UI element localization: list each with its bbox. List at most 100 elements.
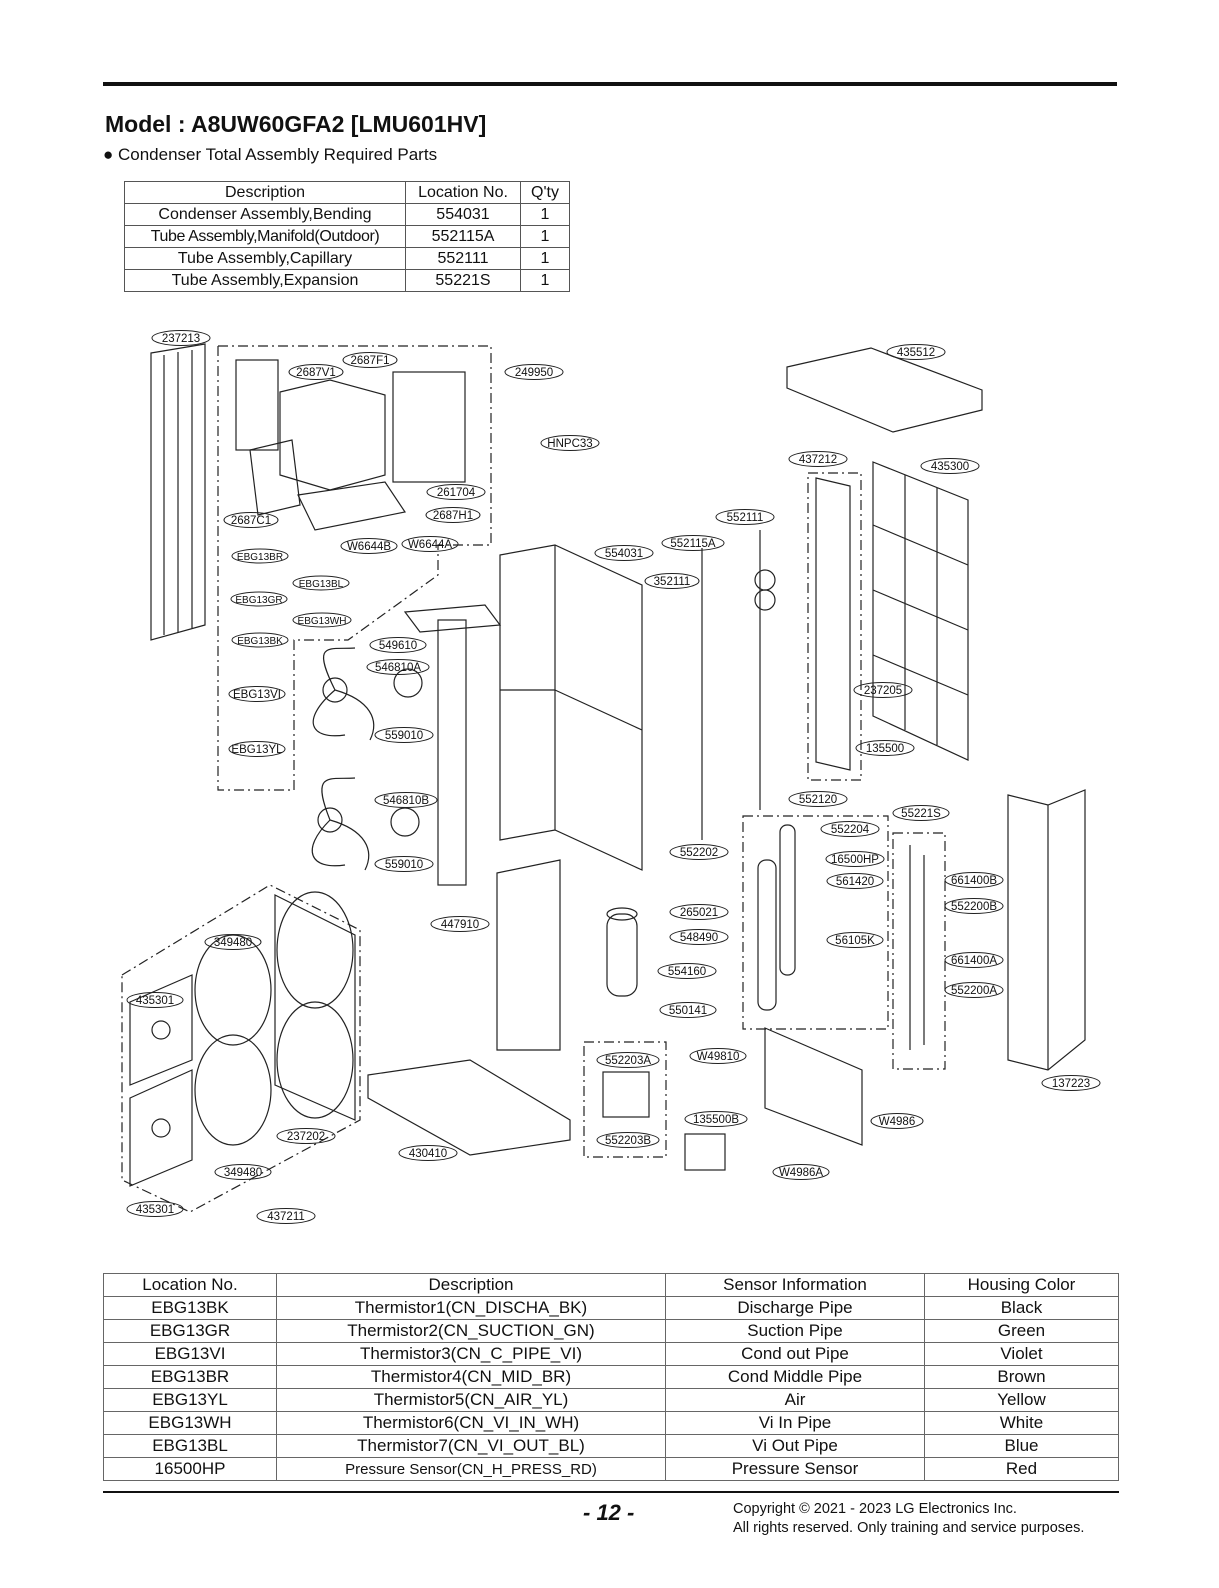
column-header: Location No. xyxy=(103,1273,277,1297)
callout-label: 135500 xyxy=(866,743,904,755)
callout-label: 550141 xyxy=(669,1005,707,1017)
callout-435301-upper: 435301 xyxy=(126,992,184,1008)
callout-label: 135500B xyxy=(693,1114,739,1126)
callout-554031: 554031 xyxy=(594,545,654,561)
callout-552202: 552202 xyxy=(669,844,729,860)
table-cell: Cond out Pipe xyxy=(665,1342,925,1366)
callout-label: EBG13VI xyxy=(233,689,281,701)
table-cell: EBG13BK xyxy=(103,1296,277,1320)
callout-237213: 237213 xyxy=(151,330,211,346)
callout-EBG13WH: EBG13WH xyxy=(292,612,352,628)
side-panel-column xyxy=(815,477,851,771)
callout-HNPC33: HNPC33 xyxy=(540,435,600,451)
group-outline-front-grille xyxy=(121,884,361,1213)
front-grille-upper xyxy=(129,974,193,1086)
table-cell: 1 xyxy=(520,269,570,292)
table-cell: EBG13GR xyxy=(103,1319,277,1343)
callout-552203A: 552203A xyxy=(596,1052,660,1068)
table-cell: EBG13YL xyxy=(103,1388,277,1412)
table-cell: Suction Pipe xyxy=(665,1319,925,1343)
callout-label: 552200A xyxy=(951,985,997,997)
column-header: Description xyxy=(124,181,406,204)
callout-label: 559010 xyxy=(385,730,423,742)
callout-label: 549610 xyxy=(379,640,417,652)
callout-552203B: 552203B xyxy=(596,1132,660,1148)
accumulator-assembly xyxy=(757,824,796,1011)
callout-W4986A: W4986A xyxy=(772,1164,830,1180)
callout-label: 447910 xyxy=(441,919,479,931)
callout-label: EBG13BK xyxy=(237,636,283,647)
model-title: Model : A8UW60GFA2 [LMU601HV] xyxy=(105,111,487,137)
table-cell: 552111 xyxy=(405,247,521,270)
callout-135500B: 135500B xyxy=(684,1111,748,1127)
table-cell: EBG13VI xyxy=(103,1342,277,1366)
callout-546810B: 546810B xyxy=(374,792,438,808)
copyright-line: Copyright © 2021 - 2023 LG Electronics I… xyxy=(733,1501,1017,1517)
callout-label: HNPC33 xyxy=(547,438,592,450)
callout-label: 2687V1 xyxy=(296,367,336,379)
table-cell: EBG13BR xyxy=(103,1365,277,1389)
callout-352111: 352111 xyxy=(644,573,700,589)
callout-label: 546810A xyxy=(375,662,421,674)
bottom-rule xyxy=(103,1491,1119,1493)
callout-label: EBG13WH xyxy=(298,616,347,627)
section-subtitle: ● Condenser Total Assembly Required Part… xyxy=(103,145,438,164)
callout-437212: 437212 xyxy=(788,451,848,467)
front-panel-lower xyxy=(496,859,561,1051)
table-row: 16500HP Pressure Sensor(CN_H_PRESS_RD) P… xyxy=(103,1457,1119,1481)
callout-546810A: 546810A xyxy=(366,659,430,675)
table-cell: Vi Out Pipe xyxy=(665,1434,925,1458)
callout-265021: 265021 xyxy=(669,904,729,920)
control-box-assembly xyxy=(235,359,466,531)
callout-435301-lower: 435301 xyxy=(126,1201,184,1217)
cover-plate xyxy=(764,1027,863,1146)
callout-EBG13BK: EBG13BK xyxy=(231,632,289,648)
compressor xyxy=(606,907,638,997)
callout-label: 554031 xyxy=(605,548,643,560)
callout-W49810: W49810 xyxy=(689,1048,747,1064)
callout-2687H1: 2687H1 xyxy=(425,507,481,523)
group-outline-side-panel xyxy=(807,472,862,781)
callout-label: 437212 xyxy=(799,454,837,466)
callout-label: 249950 xyxy=(515,367,553,379)
table-cell: Violet xyxy=(924,1342,1119,1366)
group-outline-accumulator xyxy=(742,815,889,1030)
table-row: Tube Assembly,Expansion 55221S 1 xyxy=(124,269,570,292)
table-header-row: Location No. Description Sensor Informat… xyxy=(103,1273,1119,1297)
callout-label: 552203A xyxy=(605,1055,651,1067)
callout-661400A: 661400A xyxy=(944,952,1004,968)
callout-552204: 552204 xyxy=(820,821,880,837)
callout-label: EBG13YL xyxy=(231,744,283,756)
callout-2687V1: 2687V1 xyxy=(288,364,344,380)
table-cell: Thermistor1(CN_DISCHA_BK) xyxy=(276,1296,666,1320)
column-header: Location No. xyxy=(405,181,521,204)
group-outline-control-box xyxy=(217,345,492,791)
callout-label: 552115A xyxy=(670,538,716,550)
callout-label: 137223 xyxy=(1052,1078,1090,1090)
callout-EBG13YL: EBG13YL xyxy=(228,741,286,757)
callout-EBG13BR: EBG13BR xyxy=(231,548,289,564)
callout-label: 554160 xyxy=(668,966,706,978)
column-header: Sensor Information xyxy=(665,1273,925,1297)
right-front-panel xyxy=(1007,789,1086,1071)
callout-label: W6644A xyxy=(408,539,452,551)
table-cell: Thermistor5(CN_AIR_YL) xyxy=(276,1388,666,1412)
callout-label: 435512 xyxy=(897,347,935,359)
expansion-assembly xyxy=(909,845,925,1050)
table-cell: White xyxy=(924,1411,1119,1435)
callout-label: 2687C1 xyxy=(231,515,271,527)
table-cell: 55221S xyxy=(405,269,521,292)
callout-2687C1: 2687C1 xyxy=(223,512,279,528)
reactor xyxy=(602,1071,650,1118)
callout-label: EBG13BL xyxy=(299,579,344,590)
table-row: Tube Assembly,Manifold(Outdoor) 552115A … xyxy=(124,225,570,248)
table-row: EBG13BK Thermistor1(CN_DISCHA_BK) Discha… xyxy=(103,1296,1119,1320)
table-cell: 552115A xyxy=(405,225,521,248)
table-row: EBG13VI Thermistor3(CN_C_PIPE_VI) Cond o… xyxy=(103,1342,1119,1366)
callout-552111: 552111 xyxy=(715,509,775,525)
callout-label: 2687H1 xyxy=(433,510,473,522)
table-row: EBG13BR Thermistor4(CN_MID_BR) Cond Midd… xyxy=(103,1365,1119,1389)
callout-W4986: W4986 xyxy=(870,1113,924,1129)
table-cell: Thermistor6(CN_VI_IN_WH) xyxy=(276,1411,666,1435)
